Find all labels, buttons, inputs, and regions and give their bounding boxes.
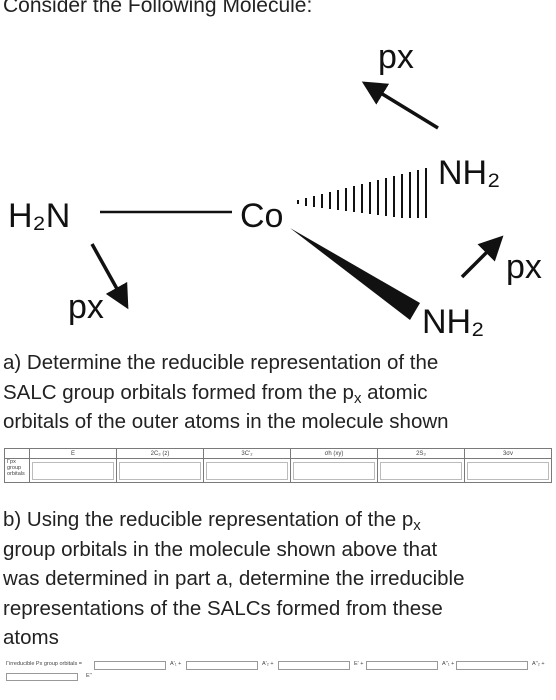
input-cell-e[interactable] [29,458,117,483]
irreducible-term-last: E'' [86,673,92,679]
input-cell-3sigma-v[interactable] [464,458,552,483]
irreducible-term-3: E' + [354,661,364,667]
input-cell-sigma-h[interactable] [290,458,378,483]
question-b-line3: was determined in part a, determine the … [3,567,465,590]
question-b-line2: group orbitals in the molecule shown abo… [3,537,438,561]
table-row-label: Γpx group orbitals [4,458,30,483]
irreducible-input-4[interactable] [366,661,438,670]
table-header-sigma-h: σh (xy) [290,448,378,459]
table-header-e: E [29,448,117,459]
page-title: Consider the Following Molecule: [3,0,313,17]
character-table: E 2C₃ (z) 3C'₂ σh (xy) 2S₃ 3σv Γpx group… [4,448,552,483]
hashed-bond [297,168,427,218]
question-a: a) Determine the reducible representatio… [3,348,553,437]
irreducible-input-1[interactable] [94,661,166,670]
question-a-line2: SALC group orbitals formed from the px a… [3,380,428,407]
ligand-bottom: NH₂ [422,303,484,341]
question-a-line3: orbitals of the outer atoms in the molec… [3,410,449,433]
metal-center: Co [240,197,283,235]
ligand-left: H₂N [8,197,70,235]
wedge-bond [290,228,420,320]
table-header-3sigma-v: 3σv [464,448,552,459]
question-b: b) Using the reducible representation of… [3,505,553,653]
px-arrow-top [361,81,439,130]
px-label-top: px [378,38,414,76]
question-b-line5: atoms [3,626,59,649]
input-cell-2c3[interactable] [116,458,204,483]
question-a-line1: a) Determine the reducible representatio… [3,351,439,374]
question-b-line1: b) Using the reducible representation of… [3,508,421,534]
irreducible-term-1: A'₁ + [170,661,182,667]
molecule-diagram: px NH₂ H₂N Co px px NH₂ [8,38,542,341]
irreducible-label: Γirreducible Px group orbitals = [6,661,82,667]
irreducible-row: Γirreducible Px group orbitals = A'₁ + A… [4,661,552,685]
input-cell-2s3[interactable] [377,458,465,483]
irreducible-term-5: A''₂ + [532,661,545,667]
table-header-3c2: 3C'₂ [203,448,291,459]
irreducible-input-3[interactable] [278,661,350,670]
irreducible-input-5[interactable] [456,661,528,670]
irreducible-term-2: A'₂ + [262,661,274,667]
input-cell-3c2[interactable] [203,458,291,483]
irreducible-term-4: A''₁ + [442,661,455,667]
ligand-top: NH₂ [438,154,500,192]
table-header-blank [4,448,30,459]
px-arrow-right [460,235,504,279]
table-header-2c3: 2C₃ (z) [116,448,204,459]
table-header-2s3: 2S₃ [377,448,465,459]
irreducible-input-6[interactable] [6,673,78,681]
px-arrow-left [90,243,129,310]
question-b-line4: representations of the SALCs formed from… [3,596,443,620]
irreducible-input-2[interactable] [186,661,258,670]
px-label-left: px [68,288,104,326]
px-label-right: px [506,248,542,286]
